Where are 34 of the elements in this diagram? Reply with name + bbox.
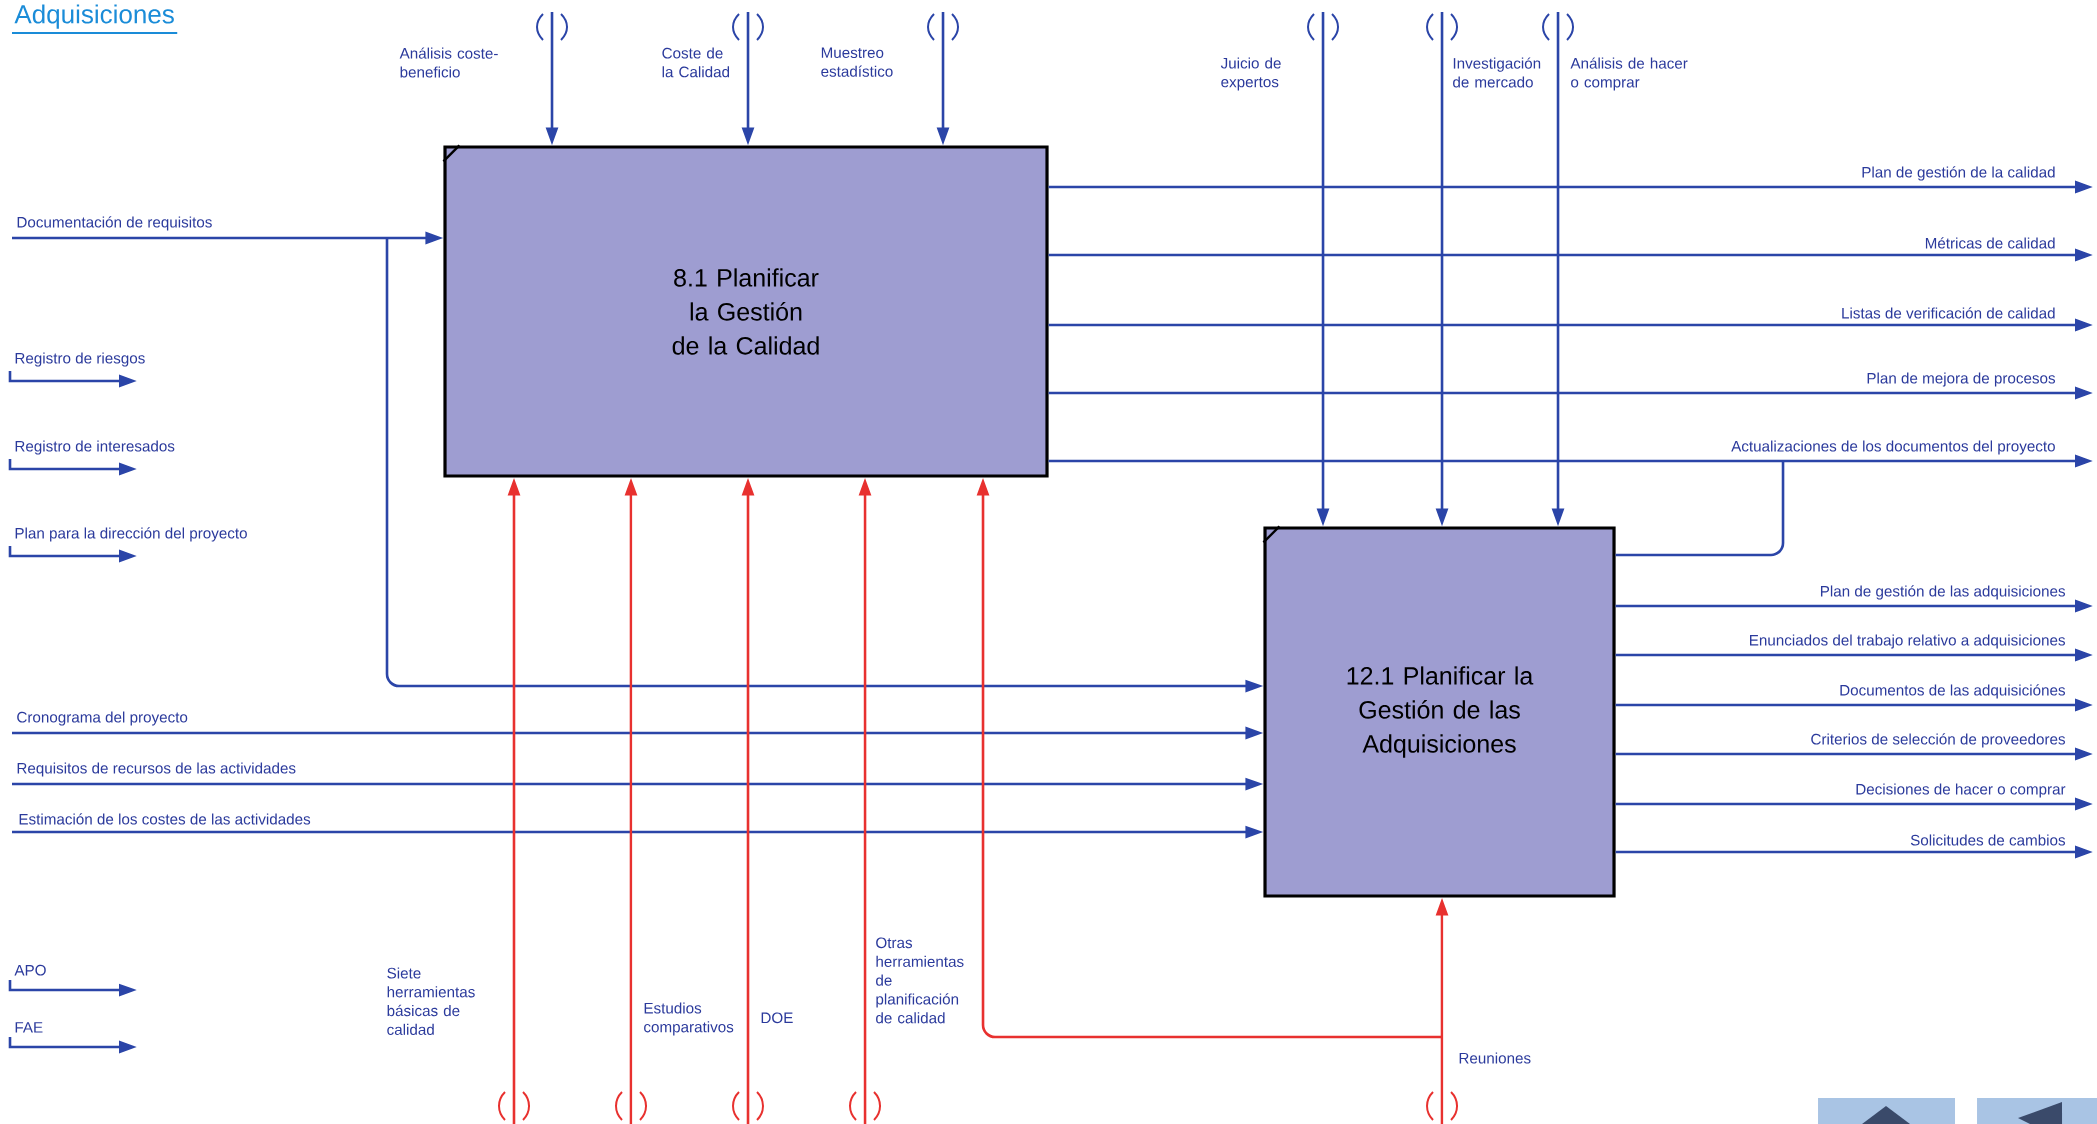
edge-label: Listas de verificación de calidad: [1842, 307, 2055, 319]
edge-label: Reuniones: [1459, 1052, 1531, 1064]
edge-label: Estimación de los costes de las actividades: [19, 813, 311, 825]
edge-label: Documentos de las adquisiciónes: [1840, 684, 2066, 699]
edge-label: Solicitudes de cambios: [1910, 834, 2066, 846]
edge-label: Otras herramientas de planificación de calidad: [876, 937, 964, 1024]
process-box: 8.1 Planificar la Gestión de la Calidad: [442, 144, 1049, 478]
process-box: 12.1 Planificar la Gestión de las Adquisiciones: [1262, 525, 1616, 898]
edge-label: Criterios de selección de proveedores: [1811, 733, 2066, 748]
edge-label: Estudios comparativos: [644, 1002, 734, 1036]
edge-label: DOE: [761, 1012, 793, 1024]
edge-label: Análisis de hacer o comprar: [1570, 57, 1688, 91]
edge-label: Plan de gestión de las adquisiciones: [1821, 585, 2066, 600]
input-label: Registro de interesados: [15, 440, 175, 455]
input-label: Plan para la dirección del proyecto: [15, 527, 247, 542]
edge-label: Coste de la Calidad: [662, 47, 730, 78]
edge-label: Actualizaciones de los documentos del proyecto: [1731, 440, 2055, 455]
input-label: FAE: [15, 1022, 43, 1033]
edge-label: Enunciados del trabajo relativo a adquisiciones: [1750, 634, 2065, 649]
edge-label: Análisis coste-beneficio: [399, 47, 498, 78]
edge-label: Documentación de requisitos: [17, 216, 212, 231]
edge-label: Investigación de mercado: [1453, 57, 1541, 88]
edge-label: Muestreo estadístico: [821, 47, 893, 77]
edge-label: Decisiones de hacer o comprar: [1856, 783, 2066, 798]
edge-label: Plan de gestión de la calidad: [1862, 166, 2055, 181]
title-link: Adquisiciones: [11, 4, 179, 35]
edge-label: Métricas de calidad: [1925, 237, 2055, 249]
edge-label: Siete herramientas básicas de calidad: [387, 967, 475, 1035]
input-label: Registro de riesgos: [15, 352, 145, 367]
edge-label: Plan de mejora de procesos: [1867, 372, 2056, 387]
edge-label: Cronograma del proyecto: [17, 711, 188, 726]
input-label: APO: [14, 964, 46, 976]
edge-label: Juicio de expertos: [1220, 57, 1281, 91]
edge-label: Requisitos de recursos de las actividades: [17, 762, 296, 777]
